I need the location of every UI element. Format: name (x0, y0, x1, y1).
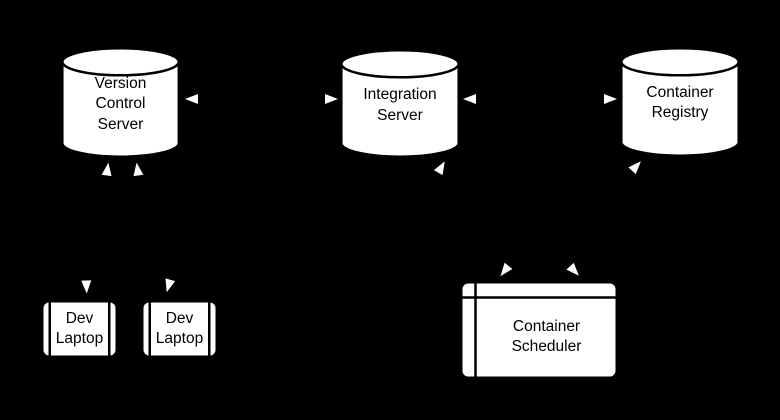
cylinder-shape (61, 47, 180, 158)
cylinder-shape (340, 49, 460, 158)
arrowhead-icon (101, 161, 113, 177)
arrowhead-icon (603, 94, 617, 104)
arrowhead-icon (565, 262, 583, 280)
process-box-shape (141, 300, 218, 358)
node-dev-laptop-1[interactable]: Dev Laptop (41, 300, 118, 358)
arrowhead-icon (627, 157, 645, 175)
node-version-control-server[interactable]: Version Control Server (61, 47, 180, 158)
arrowhead-icon (131, 161, 143, 177)
arrowhead-icon (496, 262, 512, 280)
node-dev-laptop-2[interactable]: Dev Laptop (141, 300, 218, 358)
cylinder-shape (620, 47, 740, 157)
node-container-registry[interactable]: Container Registry (620, 47, 740, 157)
arrowhead-icon (80, 280, 92, 294)
arrowhead-icon (184, 94, 198, 104)
node-container-scheduler[interactable]: Container Scheduler (460, 281, 618, 379)
process-box-shape (41, 300, 118, 358)
arrowhead-icon (433, 158, 449, 176)
card-shape (460, 281, 618, 379)
arrowhead-icon (161, 278, 175, 294)
arrowhead-icon (462, 94, 476, 104)
node-integration-server[interactable]: Integration Server (340, 49, 460, 158)
arrowhead-icon (324, 94, 338, 104)
